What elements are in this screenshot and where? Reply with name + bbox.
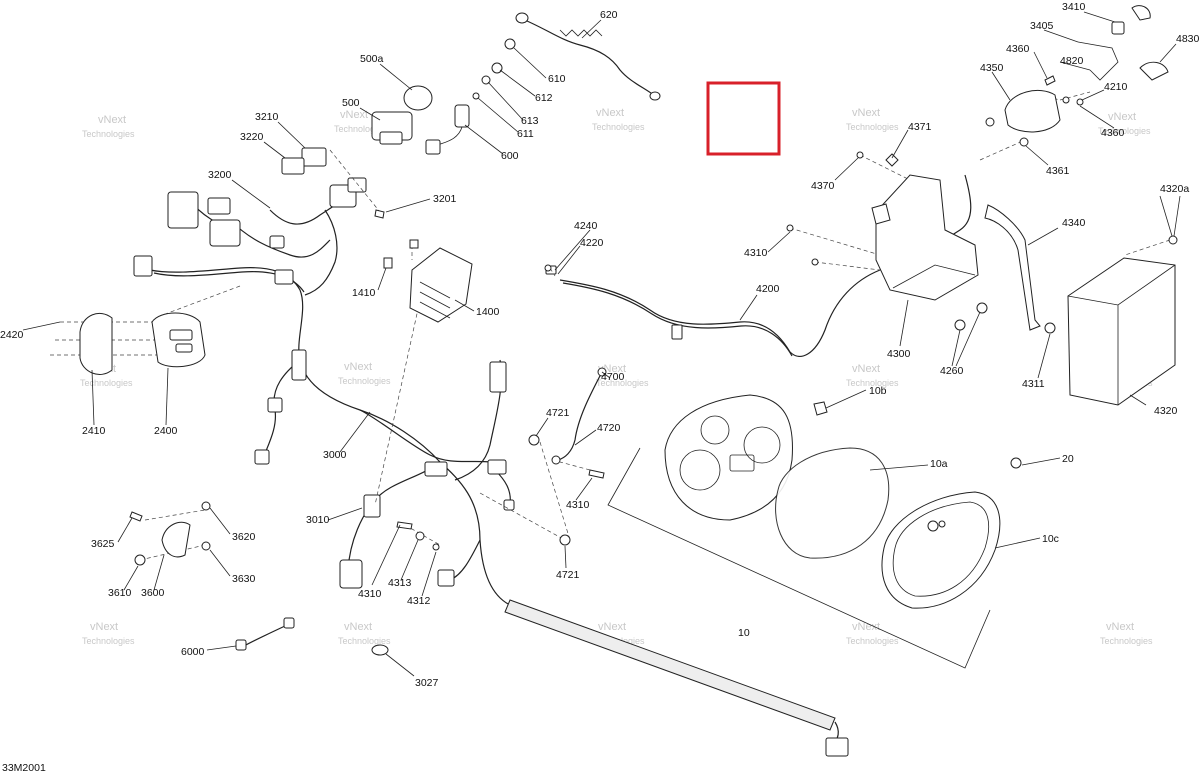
watermark-text: Technologies — [592, 122, 645, 132]
part-labels: 620 610 612 613 611 600 500a 500 3210 32… — [0, 1, 1200, 689]
part-label-4370[interactable]: 4370 — [811, 180, 835, 192]
watermark-text: vNext — [598, 621, 626, 633]
part-label-10[interactable]: 10 — [738, 627, 750, 639]
watermark-text: Technologies — [846, 122, 899, 132]
watermark-text: Technologies — [338, 636, 391, 646]
watermark-text: Technologies — [1100, 636, 1153, 646]
main-wiring-harness — [133, 177, 515, 606]
watermark-text: vNext — [852, 363, 880, 375]
part-label-4360[interactable]: 4360 — [1006, 43, 1030, 55]
part-label-4240[interactable]: 4240 — [574, 220, 598, 232]
part-label-4313[interactable]: 4313 — [388, 577, 412, 589]
watermark-text: vNext — [1106, 621, 1134, 633]
part-label-4371[interactable]: 4371 — [908, 121, 932, 133]
part-label-4721[interactable]: 4721 — [556, 569, 580, 581]
part-label-4320a[interactable]: 4320a — [1160, 183, 1189, 195]
part-label-4350[interactable]: 4350 — [980, 62, 1004, 74]
watermark-text: vNext — [344, 361, 372, 373]
part-label-4830[interactable]: 4830 — [1176, 33, 1200, 45]
watermark-text: vNext — [852, 621, 880, 633]
part-label-4300[interactable]: 4300 — [887, 348, 911, 360]
watermark-text: Technologies — [846, 378, 899, 388]
watermark-text: Technologies — [596, 378, 649, 388]
watermark-text: Technologies — [338, 376, 391, 386]
part-label-3625[interactable]: 3625 — [91, 538, 115, 550]
part-label-4700[interactable]: 4700 — [601, 371, 625, 383]
part-label-4310[interactable]: 4310 — [358, 588, 382, 600]
part-label-1410[interactable]: 1410 — [352, 287, 376, 299]
part-label-3210[interactable]: 3210 — [255, 111, 279, 123]
watermark-text: vNext — [98, 114, 126, 126]
part-label-4720[interactable]: 4720 — [597, 422, 621, 434]
part-label-3027[interactable]: 3027 — [415, 677, 439, 689]
part-label-4311[interactable]: 4311 — [1022, 378, 1045, 390]
part-label-620[interactable]: 620 — [600, 9, 618, 21]
part-label-4260[interactable]: 4260 — [940, 365, 964, 377]
part-label-2420[interactable]: 2420 — [0, 329, 24, 341]
part-label-500a[interactable]: 500a — [360, 53, 384, 65]
part-label-3410[interactable]: 3410 — [1062, 1, 1086, 13]
watermark-text: Technologies — [82, 129, 135, 139]
part-label-3201[interactable]: 3201 — [433, 193, 457, 205]
part-label-10a[interactable]: 10a — [930, 458, 948, 470]
watermark-text: vNext — [344, 621, 372, 633]
part-label-2400[interactable]: 2400 — [154, 425, 178, 437]
part-label-3405[interactable]: 3405 — [1030, 20, 1054, 32]
part-label-4312[interactable]: 4312 — [407, 595, 431, 607]
part-label-613[interactable]: 613 — [521, 115, 539, 127]
part-label-611[interactable]: 611 — [517, 128, 534, 140]
watermark-text: vNext — [1108, 111, 1136, 123]
part-label-4820[interactable]: 4820 — [1060, 55, 1084, 67]
part-label-610[interactable]: 610 — [548, 73, 566, 85]
part-label-3610[interactable]: 3610 — [108, 587, 132, 599]
part-label-3600[interactable]: 3600 — [141, 587, 165, 599]
part-label-3000[interactable]: 3000 — [323, 449, 347, 461]
part-label-4310[interactable]: 4310 — [566, 499, 590, 511]
part-label-4220[interactable]: 4220 — [580, 237, 604, 249]
watermark-text: Technologies — [846, 636, 899, 646]
part-label-3200[interactable]: 3200 — [208, 169, 232, 181]
part-label-10c[interactable]: 10c — [1042, 533, 1059, 545]
parts-drawings — [79, 5, 1178, 757]
watermark-text: Technologies — [82, 636, 135, 646]
watermark-text: Technologies — [80, 378, 133, 388]
diagram-code: 33M2001 — [2, 762, 46, 774]
watermark-text: vNext — [596, 107, 624, 119]
highlight-box — [706, 81, 781, 156]
part-label-3630[interactable]: 3630 — [232, 573, 256, 585]
cable-620 — [515, 12, 661, 101]
part-label-20[interactable]: 20 — [1062, 453, 1074, 465]
part-label-10b[interactable]: 10b — [869, 385, 887, 397]
part-label-3220[interactable]: 3220 — [240, 131, 264, 143]
part-label-2410[interactable]: 2410 — [82, 425, 106, 437]
part-label-600[interactable]: 600 — [501, 150, 519, 162]
part-label-500[interactable]: 500 — [342, 97, 360, 109]
label-leaders — [22, 11, 1181, 677]
watermark-text: vNext — [90, 621, 118, 633]
watermark-text: Technologies — [1098, 126, 1151, 136]
part-label-4200[interactable]: 4200 — [756, 283, 780, 295]
part-label-4360[interactable]: 4360 — [1101, 127, 1125, 139]
part-label-4310[interactable]: 4310 — [744, 247, 768, 259]
part-label-4340[interactable]: 4340 — [1062, 217, 1086, 229]
part-label-4210[interactable]: 4210 — [1104, 81, 1128, 93]
watermark-text: vNext — [852, 107, 880, 119]
part-label-4361[interactable]: 4361 — [1046, 165, 1070, 177]
part-label-1400[interactable]: 1400 — [476, 306, 500, 318]
part-label-4320[interactable]: 4320 — [1154, 405, 1178, 417]
dashed-leaders — [50, 91, 1171, 561]
part-label-612[interactable]: 612 — [535, 92, 553, 104]
part-label-3010[interactable]: 3010 — [306, 514, 330, 526]
part-label-6000[interactable]: 6000 — [181, 646, 205, 658]
part-label-4721[interactable]: 4721 — [546, 407, 570, 419]
watermark-text: vNext — [340, 109, 368, 121]
watermark-text: Technologies — [334, 124, 387, 134]
part-label-3620[interactable]: 3620 — [232, 531, 256, 543]
